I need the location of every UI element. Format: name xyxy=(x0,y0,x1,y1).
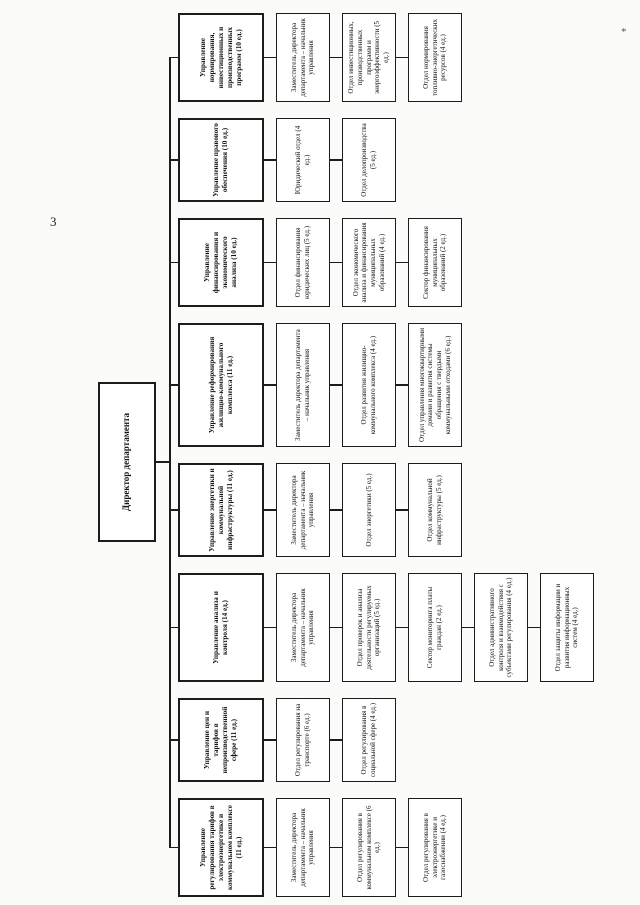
department-box: Заместитель директора департамента – нач… xyxy=(276,13,330,102)
branch-column: Управление энергетики и коммунальной инф… xyxy=(170,455,462,565)
branch-column: Управление анализа и контроля (14 ед.)За… xyxy=(170,565,594,690)
connector-line xyxy=(330,739,342,741)
connector-line xyxy=(264,846,276,849)
management-box: Управление регулирования тарифов в элект… xyxy=(178,798,264,897)
department-box: Заместитель директора департамента – нач… xyxy=(276,798,330,897)
branch-column: Управление регулирования тарифов в элект… xyxy=(170,790,462,905)
department-box: Сектор мониторинга платы граждан (2 ед.) xyxy=(408,573,462,682)
management-box: Управление финансирования и экономическо… xyxy=(178,218,264,307)
department-box: Отдел регулирования в коммунальном компл… xyxy=(342,798,396,897)
director-box: Директор департамента xyxy=(98,382,156,542)
branch-column: Управление цен и тарифов в непроизводств… xyxy=(170,690,396,790)
connector-line xyxy=(462,626,474,629)
department-box: Заместитель директора департамента – нач… xyxy=(276,573,330,682)
management-box: Управление энергетики и коммунальной инф… xyxy=(178,463,264,557)
department-box: Заместитель директора департамента – нач… xyxy=(276,323,330,447)
connector-line xyxy=(170,846,178,849)
connector-line xyxy=(264,626,276,629)
connector-line xyxy=(330,384,342,386)
department-box: Отдел энергетики (5 ед.) xyxy=(342,463,396,557)
connector-line xyxy=(528,626,540,629)
connector-line xyxy=(330,56,342,59)
footnote-mark: * xyxy=(621,26,627,38)
branch-column: Управление реформирования жилищно-коммун… xyxy=(170,315,462,455)
connector-line xyxy=(170,626,178,629)
connector-line xyxy=(170,159,178,161)
connector-line xyxy=(156,461,170,463)
department-box: Отдел регулирования на транспорте (6 ед.… xyxy=(276,698,330,782)
department-box: Отдел нормирования топливно-энергетическ… xyxy=(408,13,462,102)
department-box: Отдел управления многоквартирными домами… xyxy=(408,323,462,447)
management-box: Управление нормирования, инвестиционных … xyxy=(178,13,264,102)
department-box: Отдел регулирования в социальной сфере (… xyxy=(342,698,396,782)
connector-line xyxy=(170,739,178,741)
connector-line xyxy=(396,626,408,629)
management-box: Управление анализа и контроля (14 ед.) xyxy=(178,573,264,682)
department-box: Отдел коммунальной инфраструктуры (5 ед.… xyxy=(408,463,462,557)
management-box: Управление реформирования жилищно-коммун… xyxy=(178,323,264,447)
department-box: Сектор финансирования муниципальных обра… xyxy=(408,218,462,307)
department-box: Отдел инвестиционных, производственных п… xyxy=(342,13,396,102)
department-box: Отдел защиты информации и развития инфор… xyxy=(540,573,594,682)
department-box: Отдел финансирования юридических лиц (5 … xyxy=(276,218,330,307)
connector-line xyxy=(264,261,276,264)
connector-line xyxy=(396,509,408,511)
department-box: Отдел регулирования в электроэнергетике … xyxy=(408,798,462,897)
department-box: Отдел проверок и анализа деятельности ре… xyxy=(342,573,396,682)
department-box: Отдел развития жилищно-коммунального ком… xyxy=(342,323,396,447)
management-box: Управление цен и тарифов в непроизводств… xyxy=(178,698,264,782)
connector-line xyxy=(264,159,276,161)
connector-line xyxy=(396,261,408,264)
branch-column: Управление финансирования и экономическо… xyxy=(170,210,462,315)
branch-column: Управление правового обеспечения (10 ед.… xyxy=(170,110,396,210)
connector-line xyxy=(264,384,276,386)
connector-line xyxy=(170,509,178,511)
branches-row: Управление регулирования тарифов в элект… xyxy=(170,0,594,905)
connector-line xyxy=(330,626,342,629)
connector-line xyxy=(170,261,178,264)
department-box: Отдел делопроизводства (5 ед.) xyxy=(342,118,396,202)
connector-line xyxy=(396,846,408,849)
connector-line xyxy=(264,56,276,59)
management-box: Управление правового обеспечения (10 ед.… xyxy=(178,118,264,202)
department-box: Юридический отдел (4 ед.) xyxy=(276,118,330,202)
connector-line xyxy=(330,261,342,264)
connector-line xyxy=(170,56,178,59)
connector-line xyxy=(170,384,178,386)
connector-line xyxy=(330,846,342,849)
connector-line xyxy=(330,509,342,511)
department-box: Заместитель директора департамента – нач… xyxy=(276,463,330,557)
connector-line xyxy=(396,56,408,59)
page-number: 3 xyxy=(50,214,57,229)
department-box: Отдел административного контроля и взаим… xyxy=(474,573,528,682)
connector-line xyxy=(264,739,276,741)
connector-line xyxy=(264,509,276,511)
department-box: Отдел экономического анализа и финансиро… xyxy=(342,218,396,307)
connector-line xyxy=(330,159,342,161)
branch-column: Управление нормирования, инвестиционных … xyxy=(170,5,462,110)
connector-line xyxy=(396,384,408,386)
